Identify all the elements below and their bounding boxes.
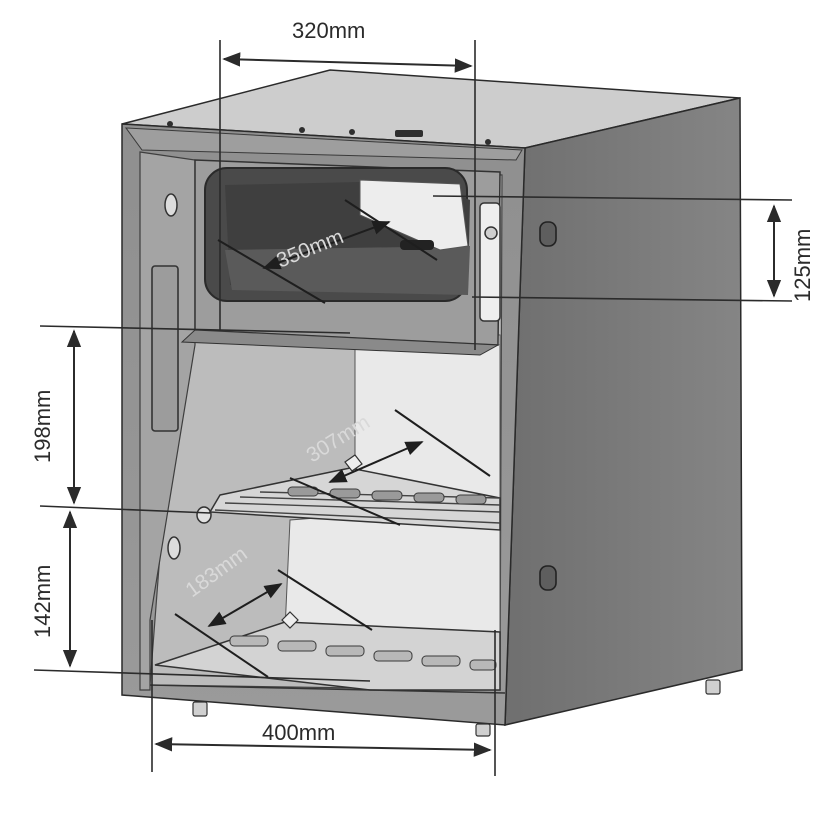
- dimension-height-top: 125mm: [432, 195, 815, 302]
- thermostat-panel: [479, 202, 501, 322]
- freezer-lip: [180, 329, 500, 356]
- shelf-clip: [196, 506, 212, 524]
- dimension-height-top-label: 125mm: [790, 229, 815, 302]
- door-handle-slot: [151, 265, 179, 432]
- foot-front-right: [475, 723, 491, 737]
- dimension-width-bottom: 400mm: [151, 620, 496, 776]
- hinge-knob-lower: [167, 536, 181, 560]
- fridge-side-face: [504, 97, 743, 726]
- foot-back-right: [705, 679, 721, 695]
- thermostat-dial-icon: [484, 226, 498, 240]
- side-fittings: [192, 221, 721, 737]
- bottom-tray: [149, 611, 506, 694]
- dimension-width-top: 320mm: [219, 18, 476, 350]
- wire-shelf: [208, 454, 501, 531]
- fridge-front-rim: [124, 127, 523, 161]
- dimension-width-bottom-label: 400mm: [262, 720, 335, 745]
- hinge-knob-upper: [164, 193, 178, 217]
- freezer-compartment: [180, 159, 501, 356]
- dimension-width-top-label: 320mm: [292, 18, 365, 43]
- side-vent-lower: [539, 565, 557, 591]
- freezer-latch: [400, 240, 434, 250]
- dimension-height-bottom-label: 142mm: [30, 565, 55, 638]
- dimension-height-middle: 198mm: [30, 325, 351, 514]
- foot-front-left: [192, 701, 208, 717]
- top-rim-controls: [167, 121, 491, 145]
- side-vent-upper: [539, 221, 557, 247]
- freezer-floor: [225, 246, 470, 295]
- dimension-height-bottom: 142mm: [30, 510, 371, 682]
- dimension-height-middle-label: 198mm: [30, 390, 55, 463]
